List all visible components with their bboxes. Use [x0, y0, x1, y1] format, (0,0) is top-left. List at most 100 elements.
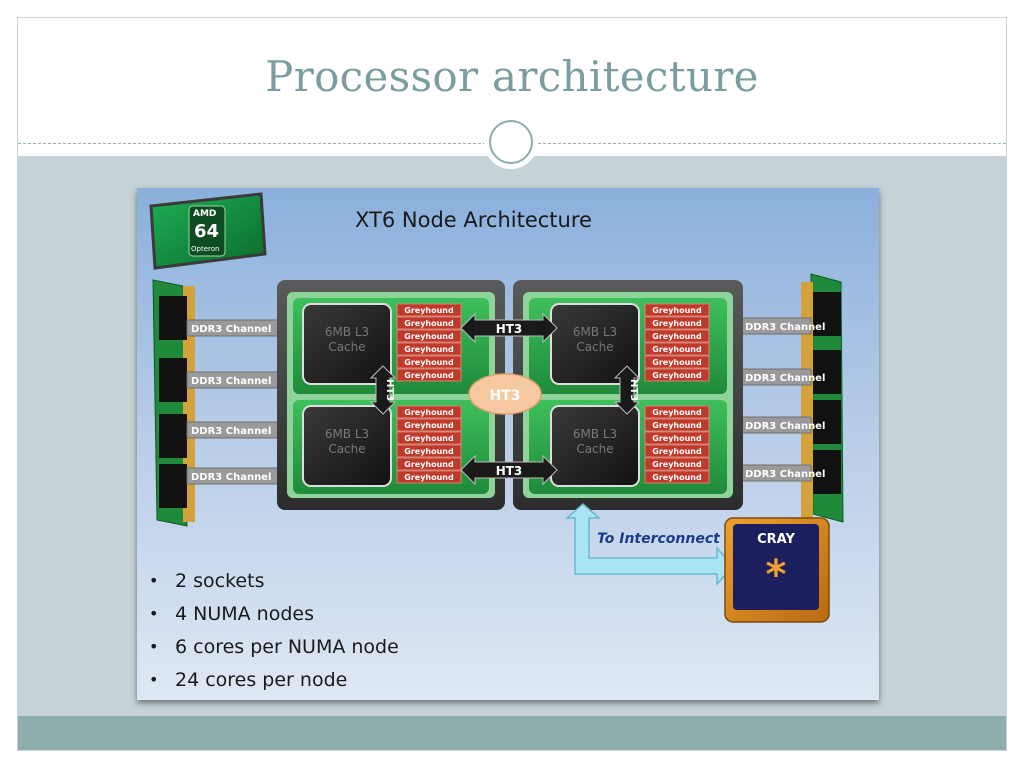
node-architecture-diagram: AMD 64 Opteron XT6 Node Architecture DDR…: [149, 192, 844, 623]
ht3-link: HT3: [369, 365, 397, 415]
svg-text:64: 64: [194, 221, 219, 242]
svg-text:Greyhound: Greyhound: [652, 447, 702, 456]
greyhound-core: [396, 457, 462, 471]
greyhound-core: [396, 431, 462, 445]
greyhound-core: [644, 368, 710, 382]
dimm-slot: [159, 414, 187, 458]
svg-text:Greyhound: Greyhound: [404, 332, 454, 341]
svg-text:HT3: HT3: [496, 322, 523, 336]
greyhound-core: [396, 368, 462, 382]
greyhound-core: [396, 329, 462, 343]
bullet-text: 2 sockets: [175, 570, 265, 592]
greyhound-core: [396, 303, 462, 317]
cray-logo-box: CRAY *: [724, 517, 830, 623]
dimm-slot: [159, 464, 187, 508]
greyhound-core: [644, 431, 710, 445]
bullet-text: 4 NUMA nodes: [175, 603, 314, 625]
greyhound-core: [644, 355, 710, 369]
svg-text:Greyhound: Greyhound: [652, 473, 702, 482]
numa-node-die: 6MB L3CacheGreyhoundGreyhoundGreyhoundGr…: [302, 303, 462, 385]
svg-text:Greyhound: Greyhound: [652, 306, 702, 315]
footer-bar: [18, 716, 1006, 750]
ht3-link: HT3: [460, 312, 558, 344]
svg-text:Greyhound: Greyhound: [404, 421, 454, 430]
svg-text:Greyhound: Greyhound: [404, 408, 454, 417]
svg-text:HT3: HT3: [489, 388, 520, 404]
svg-text:Cache: Cache: [328, 340, 365, 354]
dimm-slot: [813, 450, 841, 494]
greyhound-core: [396, 316, 462, 330]
greyhound-core: [644, 405, 710, 419]
svg-text:Cache: Cache: [576, 340, 613, 354]
svg-text:Greyhound: Greyhound: [404, 371, 454, 380]
svg-text:Greyhound: Greyhound: [652, 345, 702, 354]
dimm-slot: [813, 400, 841, 444]
svg-text:DDR3 Channel: DDR3 Channel: [745, 373, 825, 384]
diagram-title: XT6 Node Architecture: [355, 208, 592, 232]
svg-text:Greyhound: Greyhound: [652, 408, 702, 417]
svg-text:Opteron: Opteron: [191, 245, 219, 253]
greyhound-core: [396, 470, 462, 484]
l3-cache: [302, 303, 392, 385]
ht3-hub: HT3: [468, 373, 542, 415]
svg-text:Greyhound: Greyhound: [404, 473, 454, 482]
amd-opteron-logo: AMD 64 Opteron: [149, 192, 267, 270]
architecture-image-panel: AMD 64 Opteron XT6 Node Architecture DDR…: [137, 188, 879, 700]
svg-text:6MB L3: 6MB L3: [325, 325, 369, 339]
bullet-dot-icon: •: [149, 571, 159, 590]
l3-cache: [302, 405, 392, 487]
svg-text:Greyhound: Greyhound: [404, 319, 454, 328]
greyhound-core: [644, 470, 710, 484]
dimm-slot: [813, 350, 841, 394]
svg-text:6MB L3: 6MB L3: [325, 427, 369, 441]
memory-dimm-left: [152, 279, 195, 527]
svg-text:6MB L3: 6MB L3: [573, 325, 617, 339]
greyhound-core: [396, 444, 462, 458]
greyhound-core: [396, 342, 462, 356]
svg-text:Greyhound: Greyhound: [404, 345, 454, 354]
svg-text:DDR3 Channel: DDR3 Channel: [745, 322, 825, 333]
svg-text:Cache: Cache: [576, 442, 613, 456]
svg-text:Greyhound: Greyhound: [652, 358, 702, 367]
numa-node-die: 6MB L3CacheGreyhoundGreyhoundGreyhoundGr…: [302, 405, 462, 487]
svg-text:Greyhound: Greyhound: [404, 434, 454, 443]
memory-dimm-right: [801, 273, 844, 523]
svg-text:Greyhound: Greyhound: [652, 319, 702, 328]
svg-text:HT3: HT3: [496, 464, 523, 478]
bullet-item: •6 cores per NUMA node: [149, 636, 399, 669]
ddr3-channel-left: DDR3 Channel: [186, 371, 280, 389]
greyhound-core: [644, 329, 710, 343]
l3-cache: [550, 303, 640, 385]
svg-text:Greyhound: Greyhound: [652, 421, 702, 430]
divider-circle-ornament: [484, 115, 538, 169]
svg-text:DDR3 Channel: DDR3 Channel: [745, 469, 825, 480]
svg-text:CRAY: CRAY: [757, 532, 795, 547]
svg-text:DDR3 Channel: DDR3 Channel: [745, 421, 825, 432]
numa-node-die: 6MB L3CacheGreyhoundGreyhoundGreyhoundGr…: [550, 303, 710, 385]
ht3-link: HT3: [613, 365, 641, 415]
svg-text:DDR3 Channel: DDR3 Channel: [191, 472, 271, 483]
dimm-slot: [159, 358, 187, 402]
dimm-slot: [159, 296, 187, 340]
svg-text:Cache: Cache: [328, 442, 365, 456]
bullet-dot-icon: •: [149, 604, 159, 623]
interconnect-arrow: To Interconnect: [565, 503, 735, 586]
bullet-text: 6 cores per NUMA node: [175, 636, 399, 658]
svg-text:Greyhound: Greyhound: [404, 358, 454, 367]
svg-text:HT3: HT3: [628, 379, 639, 401]
bullet-item: • 4 NUMA nodes: [149, 603, 399, 636]
greyhound-core: [644, 444, 710, 458]
l3-cache: [550, 405, 640, 487]
ddr3-channel-left: DDR3 Channel: [186, 467, 280, 485]
bullet-item: •24 cores per node: [149, 669, 399, 700]
svg-text:Greyhound: Greyhound: [652, 434, 702, 443]
greyhound-core: [396, 355, 462, 369]
svg-text:Greyhound: Greyhound: [404, 447, 454, 456]
svg-text:Greyhound: Greyhound: [404, 460, 454, 469]
greyhound-core: [644, 303, 710, 317]
slide-title: Processor architecture: [265, 52, 759, 101]
ddr3-channel-left: DDR3 Channel: [186, 421, 280, 439]
greyhound-core: [644, 457, 710, 471]
bullet-text: 24 cores per node: [175, 669, 348, 691]
dimm-slot: [813, 292, 841, 336]
